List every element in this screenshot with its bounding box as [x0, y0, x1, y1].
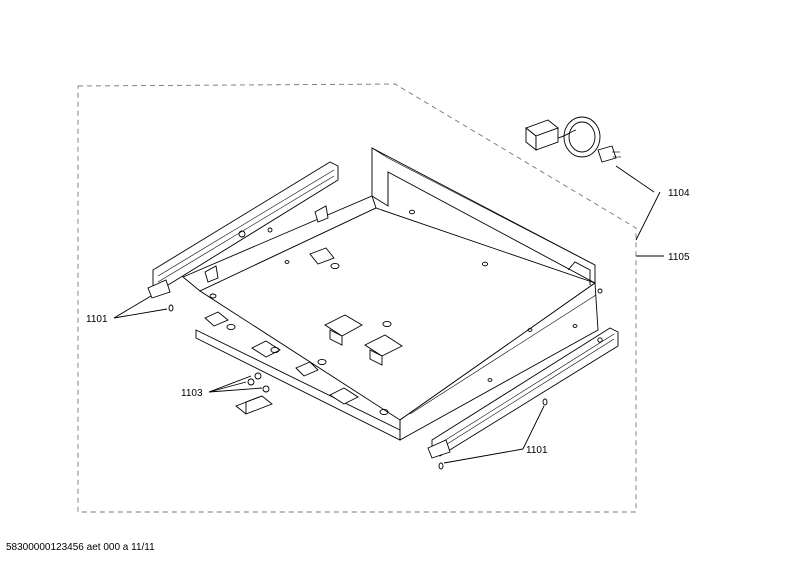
assembly-boundary	[77, 83, 637, 513]
callout-small-parts: 1103	[181, 388, 203, 399]
document-footer: 58300000123456 aet 000 a 11/11	[6, 542, 155, 553]
small-parts-group	[235, 372, 273, 415]
callout-rail-right: 1101	[526, 445, 548, 456]
power-cable	[525, 116, 621, 163]
rail-screws	[168, 288, 603, 470]
callout-drawer-frame: 1105	[668, 252, 690, 263]
callout-power-cable: 1104	[668, 188, 690, 199]
right-telescopic-rail	[427, 327, 619, 459]
leader-lines	[113, 165, 664, 464]
left-telescopic-rail	[147, 161, 339, 299]
callout-rail-left: 1101	[86, 314, 108, 325]
drawer-tray	[182, 147, 599, 441]
